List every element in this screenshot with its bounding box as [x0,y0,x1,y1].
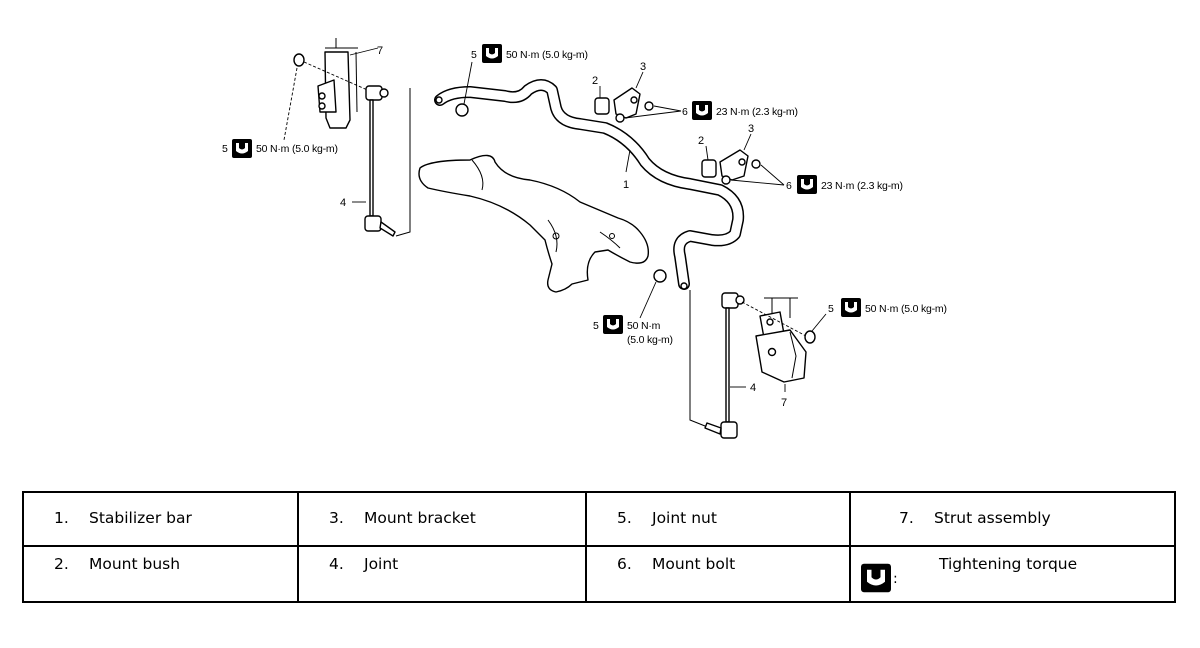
stabilizer-bar-exploded-diagram: 7 4 5 50 N·m (5.0 kg-m) 1 [222,38,947,439]
legend-item-6: 6.Mount bolt [587,547,851,601]
left-joint-nut [283,53,373,141]
upper-mount-bracket [594,71,682,123]
right-joint [689,290,746,439]
upper-bracket-torque-number: 6 [682,106,688,118]
middle-joint-nut: 5 50 N·m (5.0 kg-m) [593,269,673,346]
legend-tightening-torque: : Tightening torque [851,547,1174,601]
lower-bracket-torque-value: 23 N·m (2.3 kg-m) [821,180,903,192]
top-joint-nut: 5 50 N·m (5.0 kg-m) [455,44,588,117]
callout-3-lower: 3 [748,123,754,135]
lower-mount-bracket [701,133,785,186]
left-torque-number: 5 [222,143,228,155]
right-torque-icon [841,298,861,317]
legend-item-5: 5.Joint nut [587,493,851,547]
legend-item-3: 3.Mount bracket [299,493,587,547]
upper-bracket-torque-value: 23 N·m (2.3 kg-m) [716,106,798,118]
callout-4-left: 4 [340,197,346,209]
legend-item-4: 4.Joint [299,547,587,601]
top-torque-value: 50 N·m (5.0 kg-m) [506,49,588,61]
callout-1: 1 [623,179,629,191]
left-torque-annotation: 5 50 N·m (5.0 kg-m) [222,139,338,158]
callout-7-right: 7 [781,397,787,409]
callout-2-lower: 2 [698,135,704,147]
middle-torque-value-line2: (5.0 kg-m) [627,334,673,346]
left-torque-value: 50 N·m (5.0 kg-m) [256,143,338,155]
lower-bracket-torque-annotation: 6 23 N·m (2.3 kg-m) [786,175,903,194]
parts-legend-table: 1.Stabilizer bar 3.Mount bracket 5.Joint… [22,491,1176,603]
callout-4-right: 4 [750,382,756,394]
middle-torque-value-line1: 50 N·m [627,320,661,332]
tightening-torque-colon: : [893,571,898,587]
right-joint-nut: 5 50 N·m (5.0 kg-m) [741,298,947,344]
middle-torque-number: 5 [593,320,599,332]
tightening-torque-label: Tightening torque [939,555,1078,573]
legend-item-2: 2.Mount bush [24,547,299,601]
legend-item-1: 1.Stabilizer bar [24,493,299,547]
top-torque-number: 5 [471,49,477,61]
lower-bracket-torque-number: 6 [786,180,792,192]
legend-item-7: 7.Strut assembly [851,493,1174,547]
top-torque-icon [482,44,502,63]
right-strut-assembly [755,297,807,392]
callout-2-upper: 2 [592,75,598,87]
middle-torque-icon [603,315,623,334]
stabilizer-bar [434,79,745,290]
left-strut-assembly [317,38,379,129]
upper-bracket-torque-icon [692,101,712,120]
callout-3-upper: 3 [640,61,646,73]
left-joint [352,85,411,237]
left-torque-icon [232,139,252,158]
callout-7-left: 7 [377,45,383,57]
suspension-frame [418,154,650,293]
right-torque-number: 5 [828,303,834,315]
tightening-torque-icon [861,563,891,593]
upper-bracket-torque-annotation: 6 23 N·m (2.3 kg-m) [682,101,798,120]
right-torque-value: 50 N·m (5.0 kg-m) [865,303,947,315]
lower-bracket-torque-icon [797,175,817,194]
